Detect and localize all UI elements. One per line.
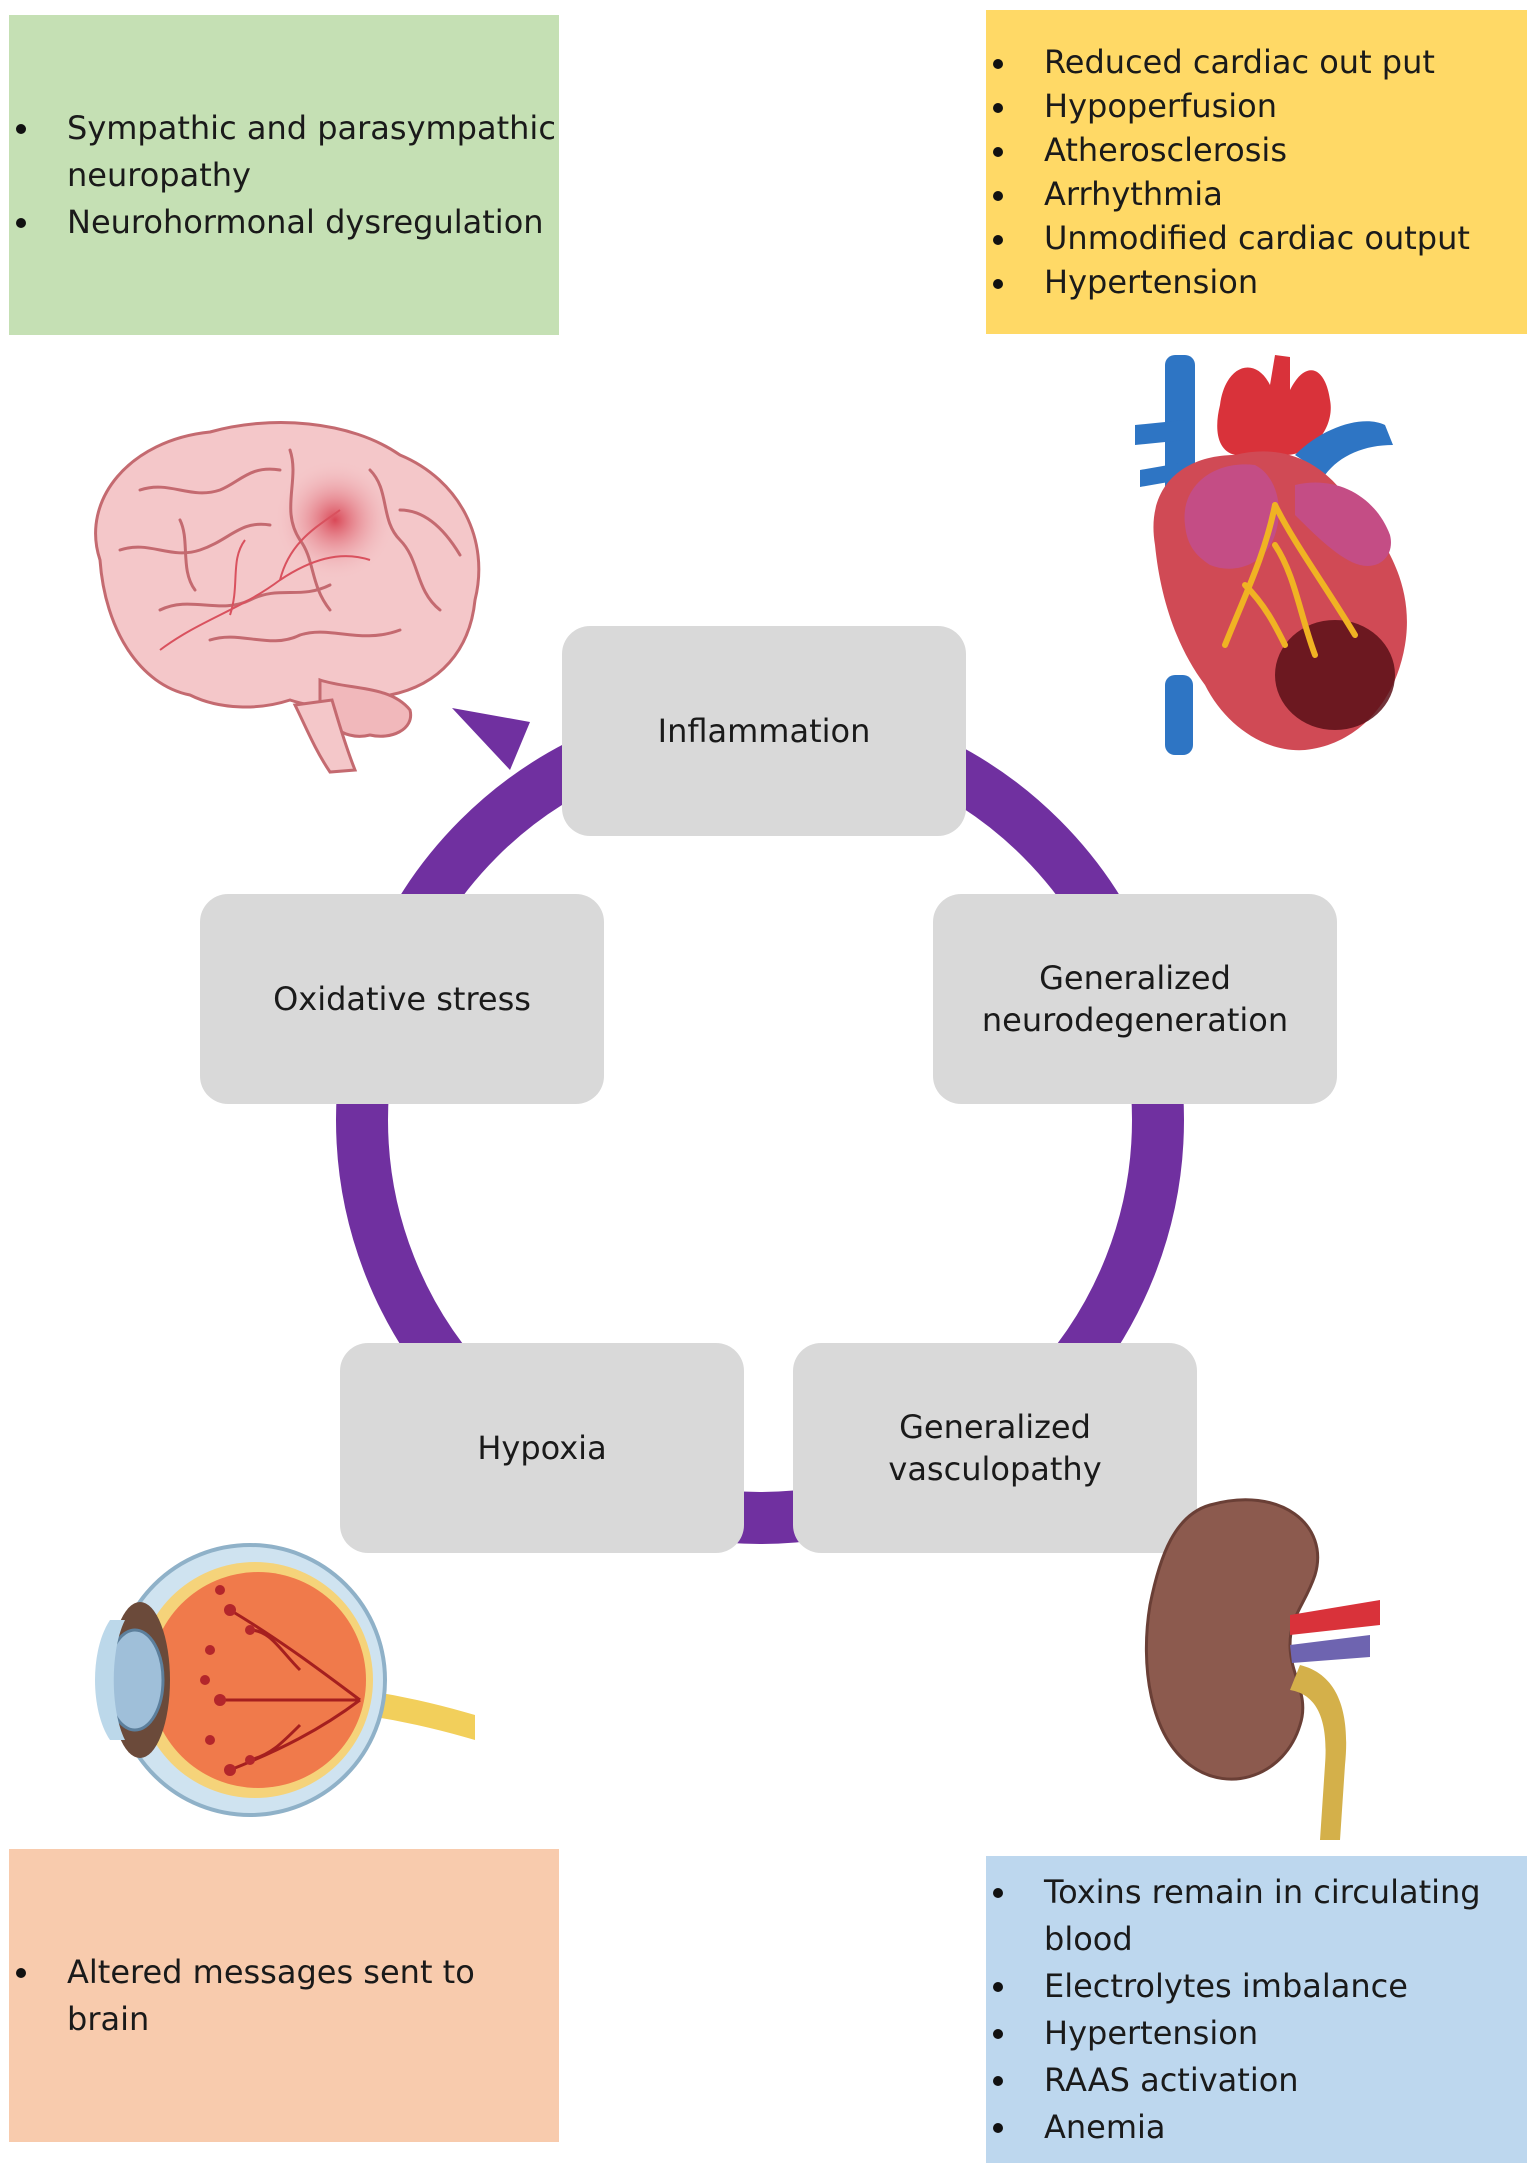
list-item: Anemia: [993, 2104, 1527, 2151]
list-item: Arrhythmia: [993, 172, 1527, 216]
list-item: Hypertension: [993, 260, 1527, 304]
heart-icon: [1135, 355, 1407, 755]
heart-effects-list: Reduced cardiac out put Hypoperfusion At…: [986, 40, 1527, 304]
heart-effects-box: Reduced cardiac out put Hypoperfusion At…: [986, 10, 1527, 334]
brain-effects-list: Sympathic and parasympathic neuropathy N…: [9, 105, 559, 246]
node-label: Inflammation: [657, 712, 871, 750]
node-neurodegeneration: Generalized neurodegeneration: [933, 894, 1337, 1104]
node-inflammation: Inflammation: [562, 626, 966, 836]
list-item: Atherosclerosis: [993, 128, 1527, 172]
node-oxidative-stress: Oxidative stress: [200, 894, 604, 1104]
cycle-arrowhead: [452, 708, 530, 770]
eye-effects-list: Altered messages sent to brain: [9, 1949, 559, 2043]
list-item: Hypoperfusion: [993, 84, 1527, 128]
list-item: RAAS activation: [993, 2057, 1527, 2104]
node-hypoxia: Hypoxia: [340, 1343, 744, 1553]
brain-effects-box: Sympathic and parasympathic neuropathy N…: [9, 15, 559, 335]
kidney-effects-box: Toxins remain in circulating blood Elect…: [986, 1856, 1527, 2163]
node-vasculopathy: Generalized vasculopathy: [793, 1343, 1197, 1553]
list-item: Altered messages sent to brain: [16, 1949, 559, 2043]
eye-icon: [95, 1543, 475, 1817]
list-item: Hypertension: [993, 2010, 1527, 2057]
node-label: Generalized neurodegeneration: [981, 959, 1289, 1039]
list-item: Toxins remain in circulating blood: [993, 1869, 1527, 1963]
node-label: Generalized vasculopathy: [888, 1408, 1102, 1488]
kidney-icon: [1144, 1498, 1380, 1840]
node-label: Oxidative stress: [273, 980, 531, 1018]
node-label: Hypoxia: [477, 1429, 607, 1467]
list-item: Unmodified cardiac output: [993, 216, 1527, 260]
list-item: Reduced cardiac out put: [993, 40, 1527, 84]
eye-effects-box: Altered messages sent to brain: [9, 1849, 559, 2142]
kidney-effects-list: Toxins remain in circulating blood Elect…: [986, 1869, 1527, 2151]
brain-icon: [94, 421, 481, 774]
list-item: Sympathic and parasympathic neuropathy: [16, 105, 559, 199]
list-item: Neurohormonal dysregulation: [16, 199, 559, 246]
list-item: Electrolytes imbalance: [993, 1963, 1527, 2010]
